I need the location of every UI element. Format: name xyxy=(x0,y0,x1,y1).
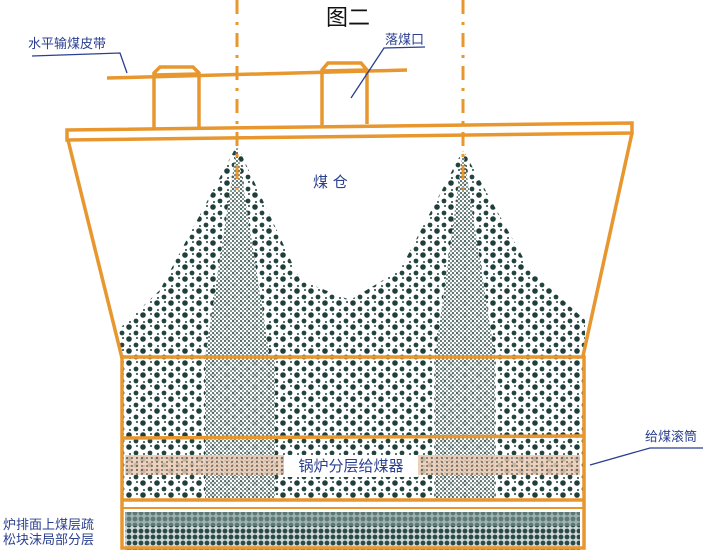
coal-pile xyxy=(118,145,585,358)
bunker-label: 煤 仓 xyxy=(313,173,348,191)
chute-right xyxy=(320,61,369,125)
feeder-label: 锅炉分层给煤器 xyxy=(284,455,418,477)
belt-label: 水平输煤皮带 xyxy=(28,37,107,52)
chute-label: 落煤口 xyxy=(385,33,425,48)
coal-layer xyxy=(122,358,583,500)
figure-title: 图二 xyxy=(326,6,371,31)
chute-left xyxy=(152,65,201,128)
leader-lines xyxy=(31,46,703,466)
roller-label: 给煤滚筒 xyxy=(645,430,698,445)
frame xyxy=(65,61,634,550)
grate-label-line2: 松块沫局部分层 xyxy=(3,533,95,548)
grate-label-line1: 炉排面上煤层疏 xyxy=(3,518,95,533)
